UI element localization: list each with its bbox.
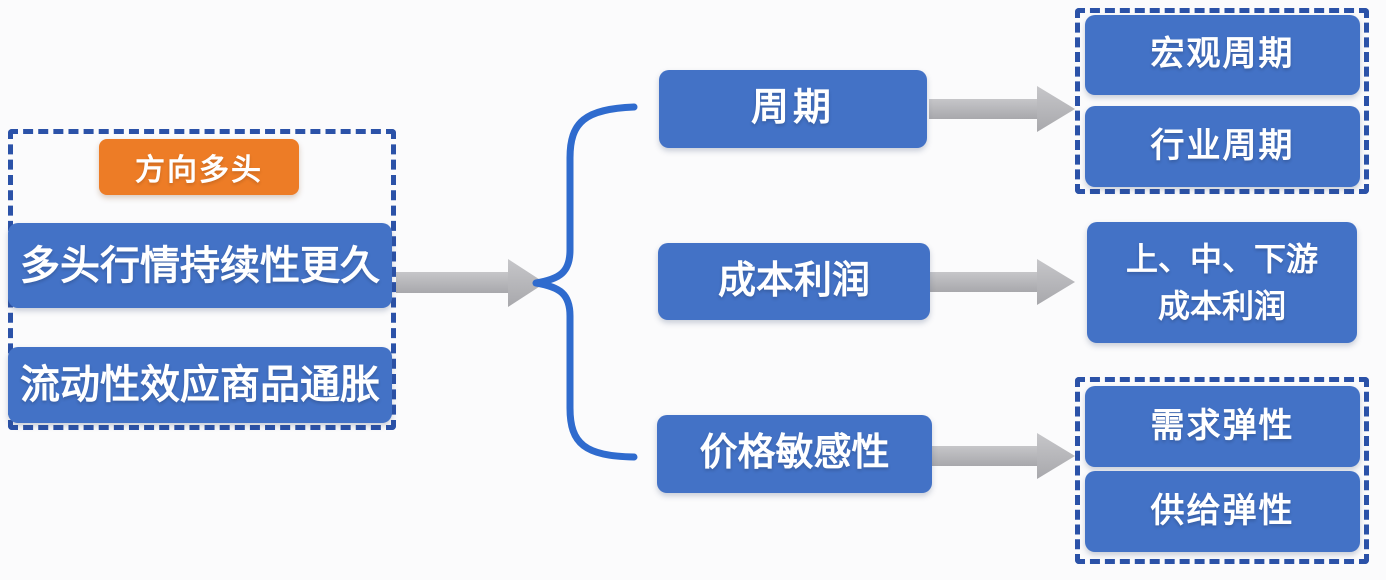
branch-price-sensitivity-label: 价格敏感性 (699, 432, 890, 475)
node-long-market-label: 多头行情持续性更久 (20, 243, 380, 288)
elasticity-outcome-group (1075, 377, 1369, 564)
arrow-price-to-outcomes (929, 433, 1075, 479)
node-industry-cycle-label: 行业周期 (1150, 126, 1295, 165)
direction-long-badge: 方向多头 (99, 139, 299, 195)
node-demand-elasticity-label: 需求弹性 (1150, 406, 1295, 445)
arrow-source-to-branches (396, 259, 545, 307)
node-demand-elasticity: 需求弹性 (1085, 386, 1360, 467)
node-macro-cycle-label: 宏观周期 (1150, 35, 1295, 74)
node-liquidity-inflation: 流动性效应商品通胀 (8, 347, 392, 423)
curly-brace (532, 103, 638, 461)
branch-cost-profit-label: 成本利润 (717, 259, 870, 302)
node-updownstream-line1: 上、中、下游 (1125, 241, 1318, 278)
arrow-cost-to-outcomes (929, 259, 1075, 305)
node-supply-elasticity-label: 供给弹性 (1150, 491, 1295, 530)
cycle-outcome-group (1075, 8, 1369, 194)
node-long-market-persistence: 多头行情持续性更久 (8, 223, 392, 308)
branch-cycle-label: 周期 (750, 87, 835, 130)
node-supply-elasticity: 供给弹性 (1085, 471, 1360, 552)
arrow-cycle-to-outcomes (929, 86, 1075, 132)
node-macro-cycle: 宏观周期 (1085, 15, 1360, 95)
direction-long-badge-label: 方向多头 (135, 154, 263, 187)
branch-price-sensitivity: 价格敏感性 (657, 415, 932, 493)
branch-cost-profit: 成本利润 (658, 243, 930, 320)
branch-cycle: 周期 (659, 70, 927, 148)
node-updownstream-cost-profit: 上、中、下游 成本利润 (1087, 222, 1357, 343)
node-liquidity-label: 流动性效应商品通胀 (20, 363, 380, 407)
node-industry-cycle: 行业周期 (1085, 106, 1360, 187)
node-updownstream-line2: 成本利润 (1157, 287, 1286, 324)
